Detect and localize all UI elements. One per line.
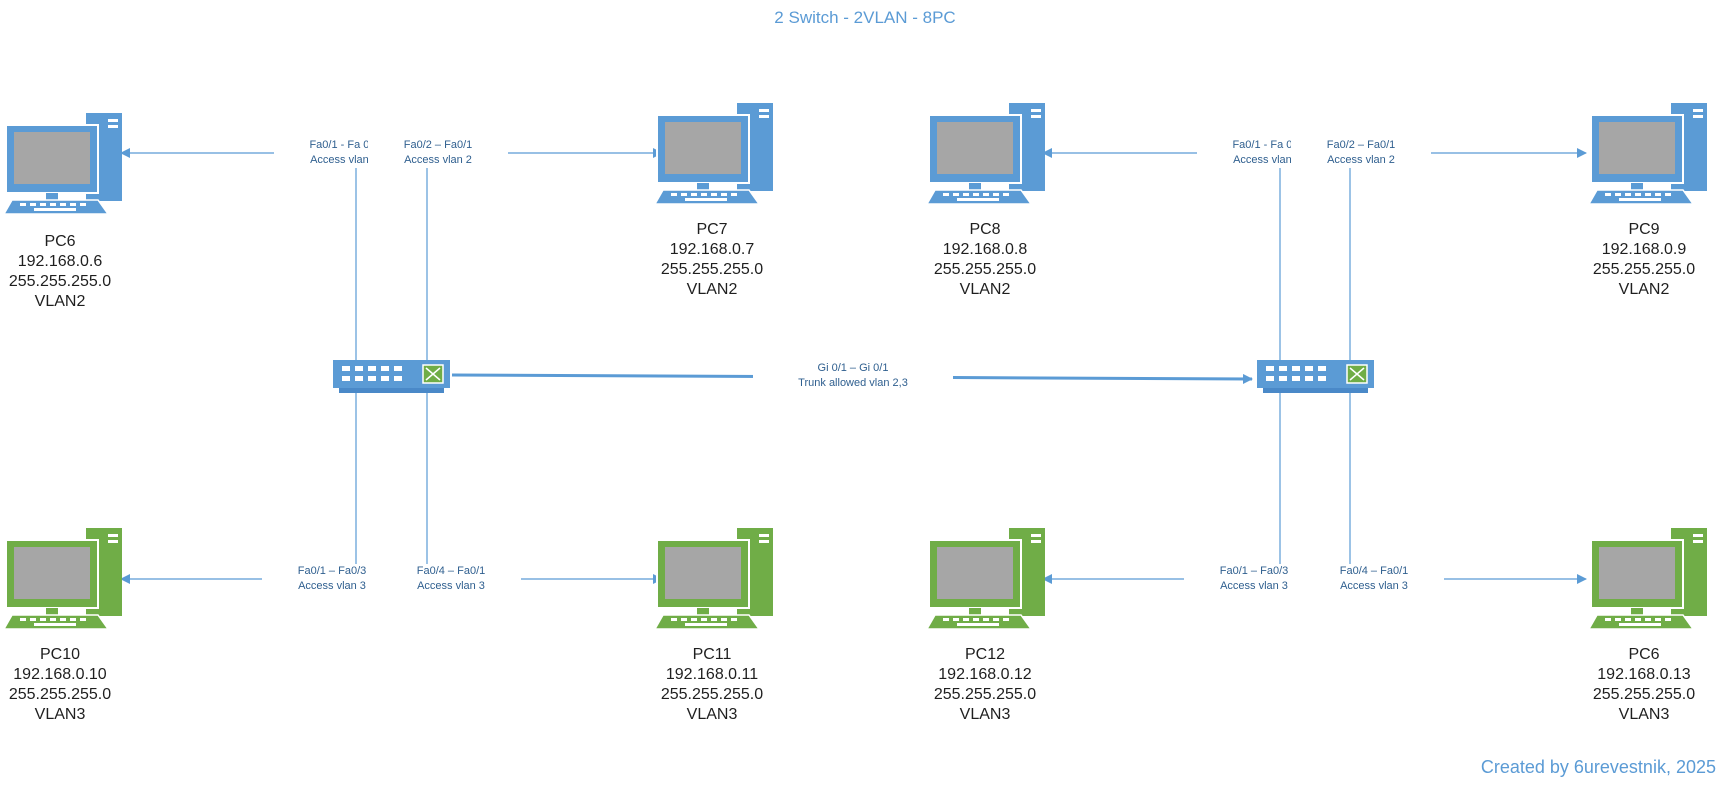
pc-ip: 192.168.0.11 (665, 666, 759, 683)
link-mode: Access vlan 2 (1233, 154, 1301, 166)
pc-ip: 192.168.0.9 (1601, 241, 1687, 258)
pc-mask: 255.255.255.0 (8, 273, 112, 290)
trunk-label: Gi 0/1 – Gi 0/1 Trunk allowed vlan 2,3 (753, 361, 953, 391)
computer-icon (653, 103, 773, 205)
link-mode: Access vlan 3 (298, 580, 366, 592)
pc-mask: 255.255.255.0 (660, 261, 764, 278)
pc-name: PC9 (1628, 221, 1660, 238)
pc-mask: 255.255.255.0 (933, 261, 1037, 278)
link-mode: Access vlan 2 (404, 154, 472, 166)
pc-label: PC7 192.168.0.7 255.255.255.0 VLAN2 (612, 220, 812, 300)
link-label: Fa0/1 – Fa0/3 Access vlan 3 (262, 564, 402, 594)
pc-ip: 192.168.0.13 (1597, 666, 1691, 683)
pc-ip: 192.168.0.6 (17, 253, 103, 270)
pc-vlan: VLAN3 (1618, 706, 1670, 723)
link-ports: Fa0/2 – Fa0/1 (1326, 139, 1396, 151)
pc-ip: 192.168.0.7 (669, 241, 755, 258)
link-label: Fa0/2 – Fa0/1 Access vlan 2 (368, 138, 508, 168)
pc-label: PC9 192.168.0.9 255.255.255.0 VLAN2 (1544, 220, 1730, 300)
pc-label: PC8 192.168.0.8 255.255.255.0 VLAN2 (885, 220, 1085, 300)
pc-mask: 255.255.255.0 (1592, 261, 1696, 278)
link-ports: Fa0/1 – Fa0/3 (1219, 565, 1289, 577)
link-ports: Fa0/1 - Fa 0/1 (309, 139, 379, 151)
switch-icon (333, 360, 450, 393)
pc-label: PC10 192.168.0.10 255.255.255.0 VLAN3 (0, 645, 160, 725)
link-mode: Access vlan 2 (1327, 154, 1395, 166)
pc-mask: 255.255.255.0 (8, 686, 112, 703)
computer-icon (1587, 103, 1707, 205)
link-mode: Access vlan 3 (1340, 580, 1408, 592)
pc-vlan: VLAN2 (959, 281, 1011, 298)
pc-name: PC6 (1628, 646, 1660, 663)
pc-vlan: VLAN2 (686, 281, 738, 298)
link-ports: Fa0/4 – Fa0/1 (416, 565, 486, 577)
link-ports: Fa0/2 – Fa0/1 (403, 139, 473, 151)
pc-label: PC12 192.168.0.12 255.255.255.0 VLAN3 (885, 645, 1085, 725)
pc-vlan: VLAN3 (34, 706, 86, 723)
pc-vlan: VLAN2 (1618, 281, 1670, 298)
pc-mask: 255.255.255.0 (660, 686, 764, 703)
diagram-title: 2 Switch - 2VLAN - 8PC (774, 8, 956, 27)
pc-label: PC6 192.168.0.6 255.255.255.0 VLAN2 (0, 232, 160, 312)
computer-icon (925, 528, 1045, 630)
pc-ip: 192.168.0.10 (13, 666, 107, 683)
credit-text: Created by 6urevestnik, 2025 (1480, 757, 1716, 777)
link-label: Fa0/1 – Fa0/3 Access vlan 3 (1184, 564, 1324, 594)
pc-vlan: VLAN3 (686, 706, 738, 723)
pc-ip: 192.168.0.12 (938, 666, 1032, 683)
pc-mask: 255.255.255.0 (1592, 686, 1696, 703)
link-label: Fa0/4 – Fa0/1 Access vlan 3 (1304, 564, 1444, 594)
switch-icon (1257, 360, 1374, 393)
computer-icon (925, 103, 1045, 205)
computer-icon (2, 528, 122, 630)
pc-vlan: VLAN3 (959, 706, 1011, 723)
pc-mask: 255.255.255.0 (933, 686, 1037, 703)
pc-name: PC7 (696, 221, 728, 238)
link-label: Fa0/2 – Fa0/1 Access vlan 2 (1291, 138, 1431, 168)
trunk-mode: Trunk allowed vlan 2,3 (798, 377, 908, 389)
link-ports: Fa0/1 – Fa0/3 (297, 565, 367, 577)
link-mode: Access vlan 2 (310, 154, 378, 166)
link-label: Fa0/4 – Fa0/1 Access vlan 3 (381, 564, 521, 594)
pc-name: PC12 (964, 646, 1006, 663)
link-mode: Access vlan 3 (1220, 580, 1288, 592)
pc-name: PC11 (692, 646, 732, 663)
link-ports: Fa0/4 – Fa0/1 (1339, 565, 1409, 577)
pc-label: PC11 192.168.0.11 255.255.255.0 VLAN3 (612, 645, 812, 725)
pc-name: PC10 (39, 646, 81, 663)
link-mode: Access vlan 3 (417, 580, 485, 592)
pc-ip: 192.168.0.8 (942, 241, 1028, 258)
pc-name: PC6 (44, 233, 76, 250)
computer-icon (653, 528, 773, 630)
pc-name: PC8 (969, 221, 1001, 238)
pc-label: PC6 192.168.0.13 255.255.255.0 VLAN3 (1544, 645, 1730, 725)
trunk-ports: Gi 0/1 – Gi 0/1 (817, 362, 889, 374)
link-ports: Fa0/1 - Fa 0/1 (1232, 139, 1302, 151)
computer-icon (2, 113, 122, 215)
computer-icon (1587, 528, 1707, 630)
pc-vlan: VLAN2 (34, 293, 86, 310)
